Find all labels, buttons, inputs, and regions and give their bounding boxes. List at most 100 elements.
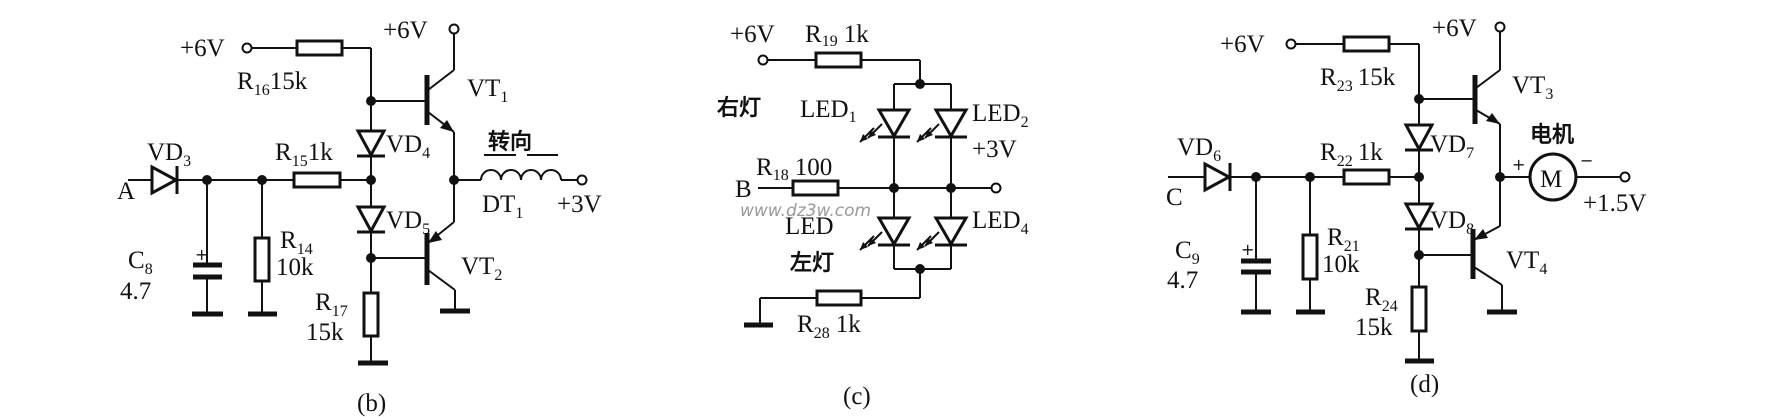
transistor-vt4 <box>1419 225 1517 315</box>
resistor-r18 <box>791 179 840 197</box>
resistor-r19 <box>814 51 863 69</box>
label-6v-top-b: +6V <box>383 17 428 44</box>
resistor-r16 <box>295 39 344 57</box>
label-3v-c: +3V <box>972 136 1017 163</box>
label-vt1: VT1 <box>467 75 508 106</box>
label-1-5v-d: +1.5V <box>1583 190 1646 217</box>
caption-c: (c) <box>843 383 871 410</box>
label-r14: R14 <box>280 227 313 258</box>
label-led4: LED4 <box>972 207 1029 238</box>
label-motor-title: 电机 <box>1530 123 1574 148</box>
label-vd6: VD6 <box>1177 134 1221 165</box>
led-group <box>859 108 969 251</box>
junction-dot <box>366 175 376 185</box>
motor-symbol: M <box>1540 166 1562 193</box>
label-r17-value: 15k <box>306 319 344 346</box>
label-r21: R21 <box>1327 224 1360 255</box>
resistor-r15 <box>292 171 342 189</box>
resistor-r23 <box>1342 35 1391 53</box>
junction-dot <box>257 175 267 185</box>
transistor-vt2 <box>371 221 470 314</box>
resistor-r17 <box>358 291 388 366</box>
junction-dot <box>946 183 956 193</box>
label-c9: C9 <box>1175 237 1200 268</box>
label-vd4: VD4 <box>386 131 430 162</box>
label-coil-title: 转向 <box>488 129 532 155</box>
panel-d: + <box>1166 15 1646 398</box>
label-input-a: A <box>117 178 135 205</box>
junction-dot <box>1305 172 1315 182</box>
junction-dot <box>1251 172 1261 182</box>
junction-dot <box>889 183 899 193</box>
label-vd7: VD7 <box>1430 131 1474 162</box>
caption-d: (d) <box>1410 371 1439 398</box>
label-r21-value: 10k <box>1322 251 1360 278</box>
label-c9-value: 4.7 <box>1167 267 1198 294</box>
label-dt1: DT1 <box>482 191 523 222</box>
terminal-1-5v-d <box>1619 171 1631 183</box>
polarity-plus: + <box>195 245 208 264</box>
label-c8: C8 <box>128 247 153 278</box>
label-vd3: VD3 <box>147 139 191 170</box>
resistor-r28 <box>815 289 863 307</box>
label-vd8: VD8 <box>1430 207 1474 238</box>
label-6v-c: +6V <box>730 21 775 48</box>
caption-b: (b) <box>357 390 386 417</box>
label-r24-value: 15k <box>1355 314 1393 341</box>
label-motor-minus: − <box>1580 151 1593 170</box>
junction-dot <box>202 175 212 185</box>
panel-b: + <box>117 17 602 417</box>
resistor-r14 <box>248 180 277 317</box>
label-c8-value: 4.7 <box>120 278 151 305</box>
terminal-6v-top-b <box>448 23 460 35</box>
resistor-r22 <box>1342 168 1391 186</box>
label-r16: R1615k <box>237 68 308 99</box>
terminal-6v-left-d <box>1285 38 1297 50</box>
diode-vd3 <box>150 164 180 196</box>
label-led1: LED1 <box>800 96 857 126</box>
label-6v-top-d: +6V <box>1432 15 1477 42</box>
inductor-dt1 <box>454 154 588 186</box>
label-6v-left-d: +6V <box>1220 31 1265 58</box>
led-led4-icon <box>916 216 969 251</box>
terminal-6v-c <box>757 54 769 66</box>
terminal-3v-c <box>990 182 1002 194</box>
led-led3-icon <box>859 216 912 251</box>
diode-vd4 <box>355 129 387 159</box>
label-r24: R24 <box>1365 284 1398 315</box>
terminal-3v-b <box>576 174 588 186</box>
diode-vd7 <box>1403 123 1435 153</box>
terminal-6v-left-b <box>241 42 253 54</box>
motor: M <box>1500 152 1631 202</box>
capacitor-c9: + <box>1241 177 1271 315</box>
svg-text:+: + <box>1241 240 1254 259</box>
led-led1-icon <box>859 108 912 143</box>
label-vd5: VD5 <box>386 207 430 238</box>
label-r15: R151k <box>275 139 333 170</box>
label-vt2: VT2 <box>461 253 502 284</box>
label-r17: R17 <box>315 289 348 320</box>
terminal-6v-top-d <box>1494 21 1506 33</box>
label-right-lamp: 右灯 <box>717 96 761 121</box>
transistor-vt1 <box>371 23 460 133</box>
label-r14-value: 10k <box>276 254 314 281</box>
label-3v-b: +3V <box>557 191 602 218</box>
diode-vd5 <box>355 205 387 235</box>
capacitor-c8: + <box>192 180 223 317</box>
label-input-b: B <box>735 176 752 203</box>
resistor-r21 <box>1296 177 1325 315</box>
diode-vd6 <box>1203 161 1233 193</box>
label-left-lamp: 左灯 <box>790 250 834 276</box>
label-vt4: VT4 <box>1506 247 1547 278</box>
resistor-r24 <box>1405 285 1434 364</box>
label-led3: LED <box>785 213 834 240</box>
led-led2-icon <box>916 108 969 143</box>
label-input-c: C <box>1166 184 1183 211</box>
